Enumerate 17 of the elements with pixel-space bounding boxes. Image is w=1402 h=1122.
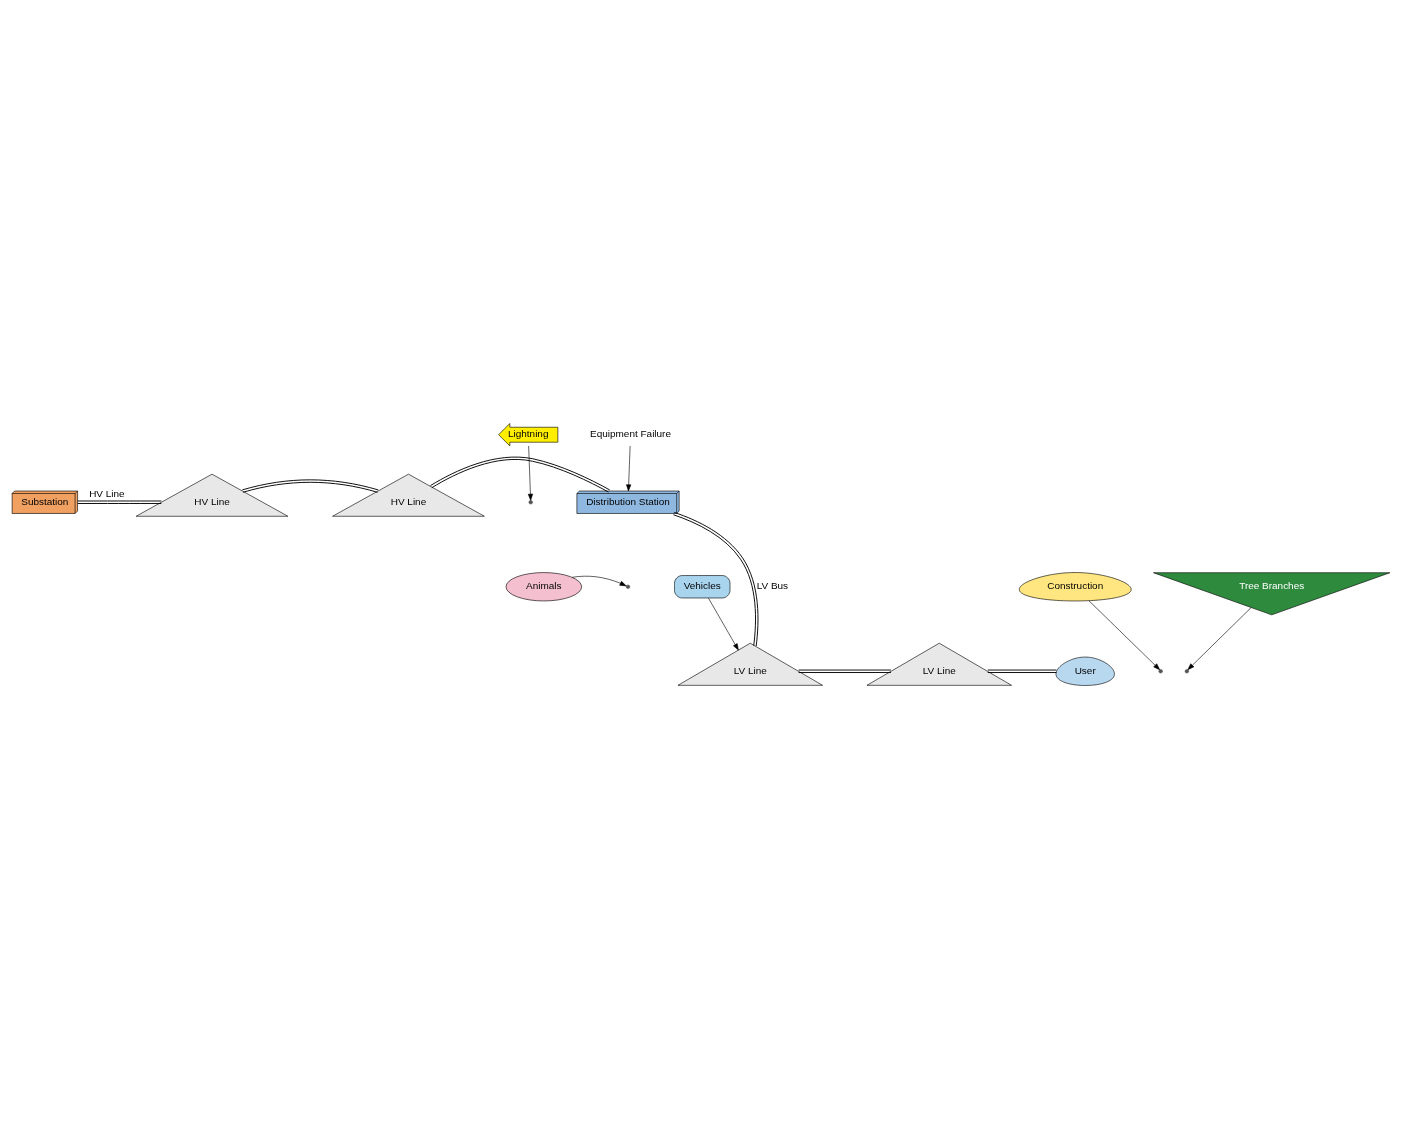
connector (672, 511, 759, 646)
connector (241, 478, 379, 493)
connector (430, 456, 611, 493)
node-ellipse: Animals (505, 571, 582, 601)
arrow (708, 597, 739, 650)
arrow (626, 445, 632, 491)
node-box: Vehicles (674, 574, 731, 598)
arrow (1088, 599, 1160, 670)
edge-label: HV Line (89, 487, 125, 499)
connector (77, 500, 162, 504)
connector (987, 669, 1057, 673)
edge-label: LV Bus (756, 579, 789, 591)
arrow (1187, 606, 1252, 670)
arrow (571, 575, 627, 586)
node-text: Equipment Failure (590, 427, 671, 439)
connector (798, 669, 892, 673)
arrow (527, 445, 533, 501)
